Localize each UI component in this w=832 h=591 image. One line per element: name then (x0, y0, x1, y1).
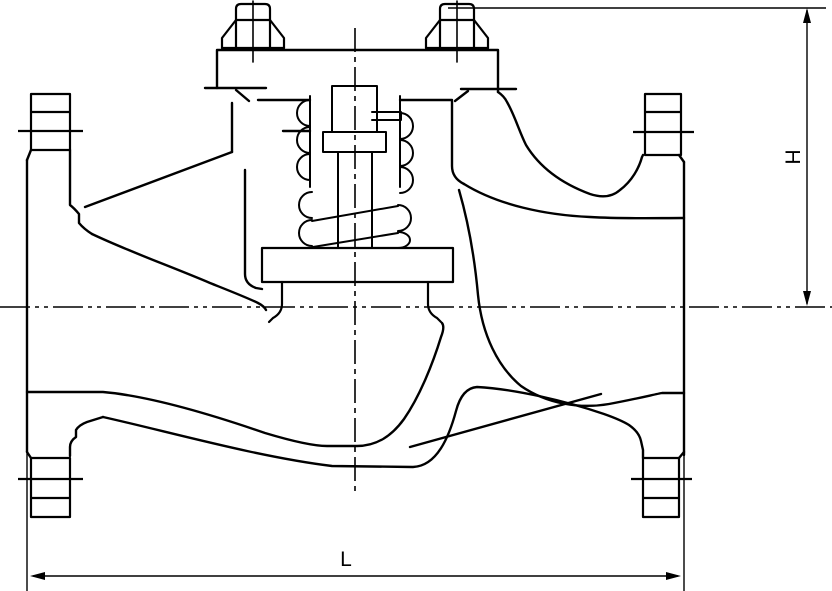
bonnet-joint-chamfer-left (234, 88, 251, 103)
spring (296, 99, 414, 249)
bonnet (215, 48, 500, 94)
bonnet-bolt-left (220, 0, 286, 63)
bonnet-bolt-right (424, 0, 490, 63)
flange-stud-bottom-right (631, 456, 692, 519)
bonnet-joint-chamfer-right (453, 89, 470, 103)
arrowhead-right (666, 572, 681, 580)
left-flange (25, 148, 105, 460)
dimension-h: H (448, 7, 826, 306)
arrowhead-left (30, 572, 45, 580)
arrowhead-up (803, 8, 811, 23)
valve-seat (267, 280, 443, 324)
arrowhead-down (803, 291, 811, 306)
neck-right-wall (450, 99, 466, 186)
valve-stem (337, 151, 373, 249)
flange-stud-top-right (633, 92, 694, 157)
dimension-l: L (26, 452, 685, 591)
stem-guide (309, 85, 402, 188)
valve-disc (260, 246, 455, 284)
dimension-h-label: H (780, 149, 803, 164)
disc-guide-rib-left (243, 168, 264, 291)
inlet-passage-bottom (25, 321, 445, 448)
valve-body-outline (25, 86, 686, 469)
web-edge (408, 392, 603, 449)
guide-collar (322, 131, 387, 153)
outlet-bore-top (462, 182, 686, 220)
outlet-inner-wall (457, 188, 686, 407)
body-outer-bottom (101, 385, 645, 469)
right-flange (677, 153, 686, 460)
inlet-upper-wall (90, 232, 268, 312)
flange-stud-top-left (18, 92, 83, 152)
flange-stud-bottom-left (18, 456, 83, 519)
dimension-l-label: L (340, 548, 352, 571)
inlet-top-surface (83, 150, 234, 209)
outlet-outer-top (496, 90, 645, 198)
